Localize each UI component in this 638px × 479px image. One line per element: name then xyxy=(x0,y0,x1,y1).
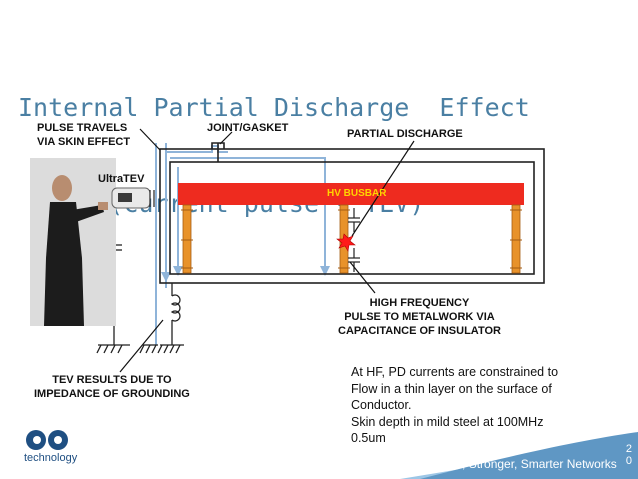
current-path-joint xyxy=(166,145,228,153)
label-tev-results: TEV RESULTS DUE TO IMPEDANCE OF GROUNDIN… xyxy=(34,374,190,400)
label-partial-discharge: PARTIAL DISCHARGE xyxy=(347,128,463,140)
enclosure-outer xyxy=(159,148,545,284)
arrow-down-inner xyxy=(320,266,330,276)
page-number: 2 0 xyxy=(625,443,632,467)
label-pulse-travels: PULSE TRAVELS VIA SKIN EFFECT xyxy=(37,122,131,148)
arrow-down-inner-left xyxy=(173,266,183,276)
operator-person-icon xyxy=(30,158,116,326)
insulator-right xyxy=(511,204,521,274)
insulator-left xyxy=(182,204,192,274)
ea-logo-icon xyxy=(26,430,68,450)
label-ultratev: UltraTEV xyxy=(98,173,145,185)
enclosure-grounding xyxy=(139,283,184,354)
label-joint-gasket: JOINT/GASKET xyxy=(207,122,289,134)
label-hv-busbar: HV BUSBAR xyxy=(327,188,387,199)
current-arrows xyxy=(161,266,330,282)
logo-text: technology xyxy=(24,452,78,464)
metal-enclosure xyxy=(159,142,545,284)
slide-title-line1: Internal Partial Discharge Effect xyxy=(18,93,530,122)
label-high-frequency: HIGH FREQUENCY PULSE TO METALWORK VIA CA… xyxy=(338,297,501,337)
hv-busbar xyxy=(178,183,524,205)
current-path xyxy=(155,143,326,345)
footer-band xyxy=(400,432,638,479)
tev-pointer xyxy=(119,319,164,373)
hf-pointer xyxy=(349,261,376,294)
arrow-down-left xyxy=(161,272,171,282)
joint-pointer xyxy=(219,131,233,145)
footer-tagline: Safer, Stronger, Smarter Networks xyxy=(434,457,617,471)
insulator-capacitance xyxy=(348,208,360,272)
current-path-inner xyxy=(170,157,326,270)
pd-pointer xyxy=(351,140,415,237)
ultratev-meter-icon xyxy=(111,187,155,209)
skin-pointer xyxy=(139,128,161,151)
skin-depth-note: At HF, PD currents are constrained to Fl… xyxy=(351,365,559,445)
partial-discharge-spark-icon xyxy=(336,233,356,252)
enclosure-inner xyxy=(169,161,535,275)
